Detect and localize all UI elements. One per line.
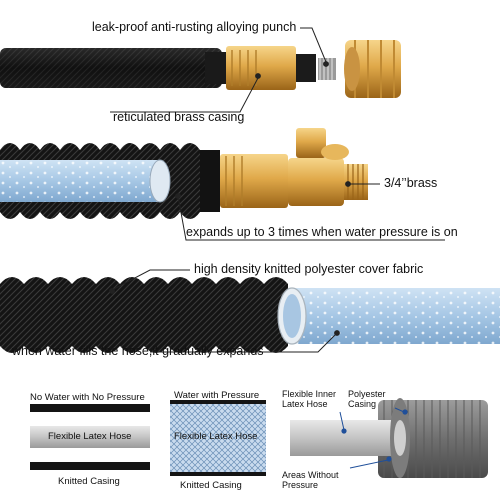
callout-alloying-punch: leak-proof anti-rusting alloying punch [92,20,297,34]
diagram-with-pressure-title: Water with Pressure [174,390,260,401]
hose-expanded-cutaway [0,143,220,219]
diagram-cross-section [290,398,488,478]
cross-section-areas-without-pressure: Areas Without Pressure [282,470,339,490]
cross-section-inner-hose: Flexible Inner Latex Hose [282,389,337,409]
diagram-with-pressure [170,400,266,476]
callout-expands: expands up to 3 times when water pressur… [186,225,458,239]
callout-lines-section3 [109,269,340,353]
diagram-no-pressure-title: No Water with No Pressure [30,392,145,403]
diagram-with-pressure-center: Flexible Latex Hose [174,431,258,442]
diagram-with-pressure-bottom: Knitted Casing [180,480,242,491]
brass-casing-connector [226,40,401,98]
callout-brass-casing: reticulated brass casing [113,110,245,124]
hose-collapsed [0,48,227,88]
diagram-no-pressure-center: Flexible Latex Hose [48,431,132,442]
callout-cover-fabric: high density knitted polyester cover fab… [194,262,424,276]
callout-lines-section1 [110,27,329,113]
brass-valve-connector [220,128,368,208]
cross-section-polyester-casing: Polyester Casing [348,389,386,409]
diagram-no-pressure-bottom: Knitted Casing [58,476,120,487]
callout-water-fills: when water fills the hose,it gradually e… [12,344,264,358]
hose-full-cutaway [0,277,500,353]
diagram-no-pressure [30,404,150,470]
callout-brass-size: 3/4’’brass [384,176,438,190]
callout-lines-section2 [175,181,445,241]
